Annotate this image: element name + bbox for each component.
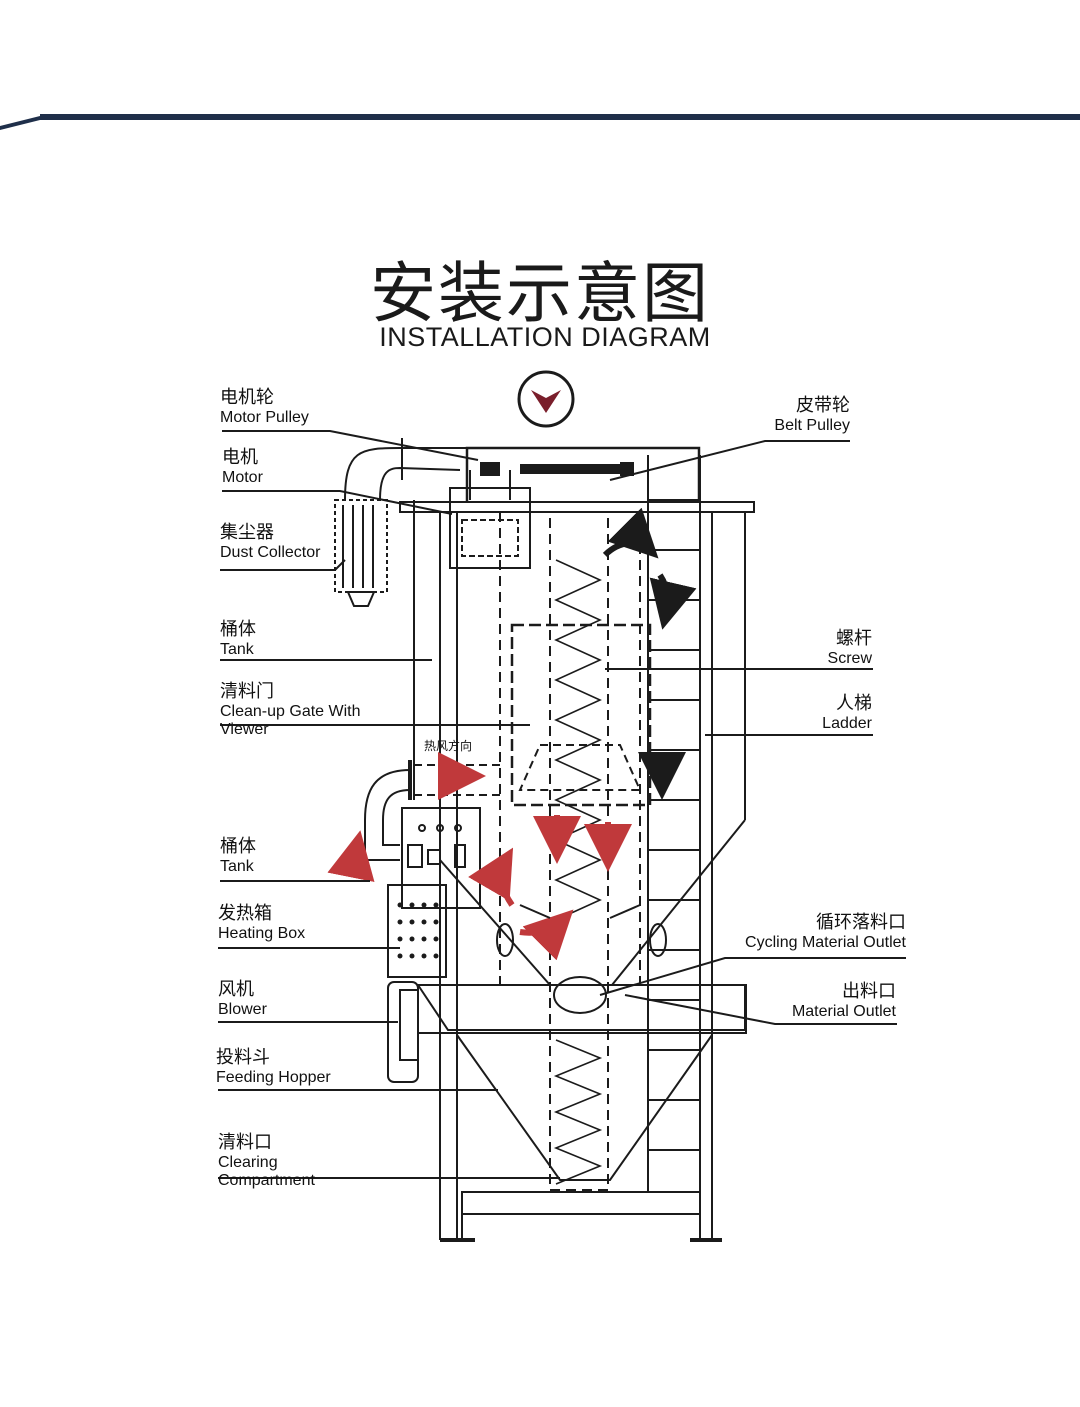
page-title-en: INSTALLATION DIAGRAM (379, 322, 711, 352)
label-cycling-outlet: 循环落料口 Cycling Material Outlet (745, 912, 906, 951)
label-cleanup-gate: 清料门 Clean-up Gate With Viewer (220, 681, 361, 739)
heating-system (364, 760, 500, 1083)
label-feeding-hopper: 投料斗 Feeding Hopper (216, 1047, 331, 1086)
belt-pulley-row (480, 462, 634, 476)
label-motor: 电机 Motor (222, 447, 263, 486)
leader-lines (218, 430, 906, 1179)
label-hot-air-direction: 热风方向 (424, 739, 473, 753)
label-heating-box: 发热箱 Heating Box (218, 903, 306, 942)
ladder (647, 455, 701, 1192)
label-clearing: 清料口 Clearing Compartment (218, 1132, 315, 1190)
label-belt-pulley: 皮带轮 Belt Pulley (774, 395, 850, 434)
flow-arrows-red (327, 752, 632, 961)
label-material-outlet: 出料口 Material Outlet (791, 981, 896, 1020)
cycling-outlet (496, 904, 667, 1014)
page-title-cn: 安装示意图 (370, 255, 710, 332)
label-ladder: 人梯 Ladder (822, 693, 872, 732)
top-bar (0, 114, 1080, 130)
label-screw: 螺杆 Screw (827, 628, 872, 667)
label-blower: 风机 Blower (218, 979, 267, 1018)
flow-arrows-black (602, 507, 697, 800)
motor-block (449, 470, 531, 569)
dust-collector (334, 438, 470, 800)
label-tank-upper: 桶体 Tank (220, 619, 256, 658)
screw-spiral (553, 559, 603, 1185)
label-motor-pulley: 电机轮 Motor Pulley (220, 387, 309, 426)
machine-frame (399, 446, 755, 1242)
chevron-down-icon (517, 370, 575, 428)
label-tank-lower: 桶体 Tank (220, 836, 256, 875)
label-dust-collector: 集尘器 Dust Collector (220, 522, 321, 561)
